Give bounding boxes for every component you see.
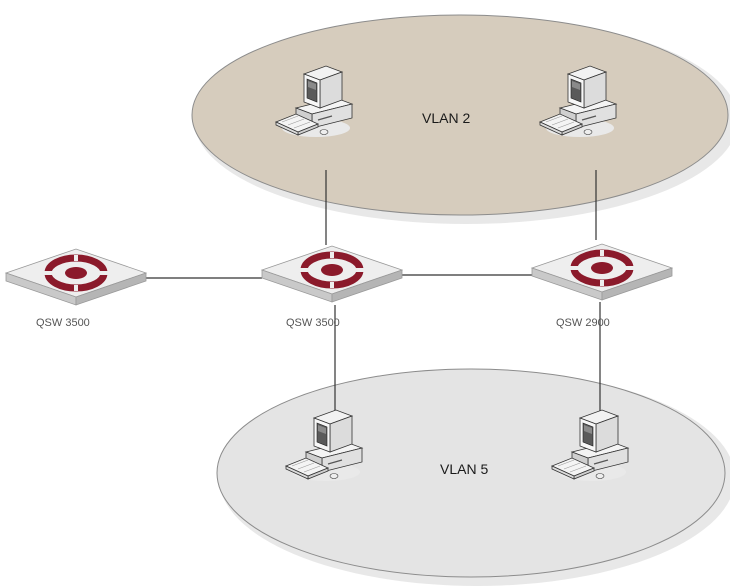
vlan-5-zone: VLAN 5 [216,368,730,586]
switch-2-label: QSW 3500 [286,317,340,329]
vlan-2-label: VLAN 2 [422,110,470,126]
switch-1-label: QSW 3500 [36,317,90,329]
vlan-5-label: VLAN 5 [440,461,488,477]
switch-icon [532,244,672,300]
vlan-2-ellipse [191,14,729,216]
vlan-2-zone: VLAN 2 [191,14,730,224]
switch-icon [6,249,146,305]
switch-icon [262,246,402,302]
links [140,170,601,413]
switch-3-label: QSW 2900 [556,317,610,329]
